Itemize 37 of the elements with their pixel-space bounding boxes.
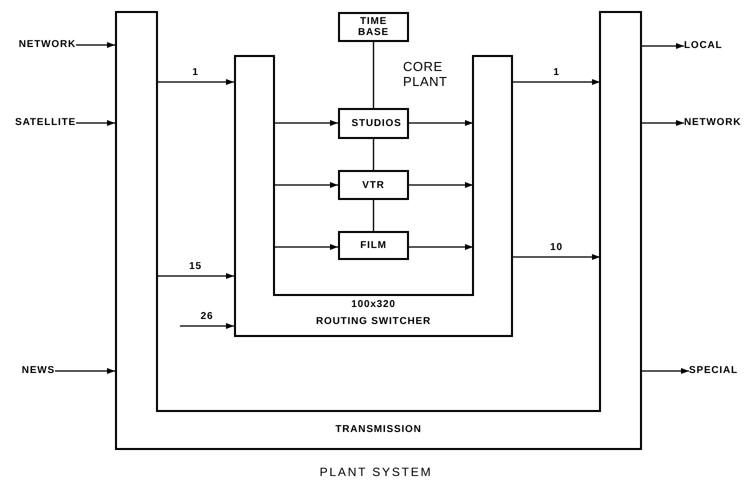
caption: PLANT SYSTEM: [320, 466, 432, 478]
signal-label: NEWS: [0, 364, 55, 378]
arrow: [157, 273, 234, 279]
process-box: STUDIOS: [338, 108, 409, 139]
region-label: CORE PLANT: [403, 60, 449, 90]
edge-label: 10: [550, 243, 563, 253]
process-box: VTR: [338, 170, 409, 200]
signal-label: NETWORK: [684, 116, 750, 130]
signal-label: SATELLITE: [0, 116, 76, 130]
arrow: [642, 120, 684, 126]
arrow: [409, 182, 473, 188]
edge-label: 1: [192, 68, 199, 78]
arrow: [642, 368, 689, 374]
arrow: [513, 79, 600, 85]
edge-label: 15: [189, 262, 202, 272]
arrow: [642, 43, 684, 49]
block-label: TRANSMISSION: [335, 425, 422, 435]
arrow: [409, 120, 473, 126]
process-box: TIME BASE: [338, 12, 409, 42]
signal-label: NETWORK: [0, 38, 76, 52]
arrow: [274, 244, 338, 250]
arrow: [274, 182, 338, 188]
arrow: [409, 244, 473, 250]
edge-label: 26: [200, 312, 214, 322]
signal-label: SPECIAL: [689, 364, 749, 378]
signal-label: LOCAL: [684, 39, 744, 53]
arrow: [76, 120, 115, 126]
arrow: [180, 323, 234, 329]
process-box: FILM: [338, 231, 409, 260]
edge-label: 1: [553, 68, 560, 78]
block-label: ROUTING SWITCHER: [316, 317, 432, 327]
arrow: [55, 368, 115, 374]
arrow: [513, 254, 600, 260]
arrow: [76, 42, 115, 48]
arrow: [157, 79, 234, 85]
arrow: [274, 120, 338, 126]
block-label: 100x320: [351, 300, 396, 310]
